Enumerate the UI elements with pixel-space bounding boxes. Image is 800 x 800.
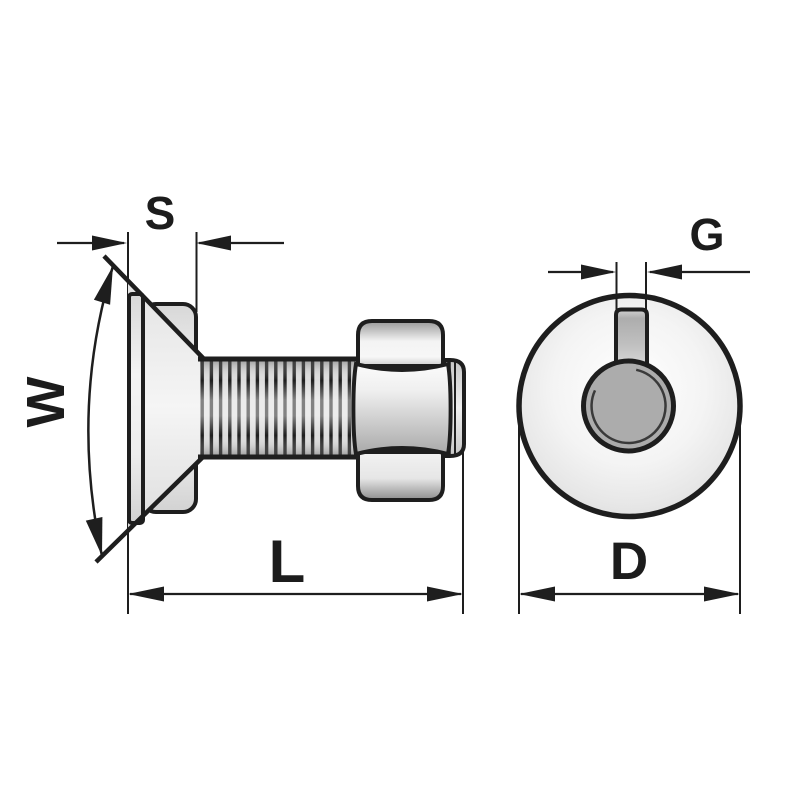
cone-angle-line-lower [94, 454, 206, 564]
dim-label-g: G [689, 209, 724, 260]
dim-d-arrow-right [704, 586, 740, 602]
nut-bottom-facet [356, 450, 445, 502]
nib [614, 307, 649, 376]
dimension-l: L [128, 528, 463, 602]
dim-label-d: D [610, 532, 648, 591]
head-flat-face [127, 292, 145, 525]
extension-lines-end [518, 262, 741, 614]
dimension-w: W [16, 265, 115, 557]
dimension-d: D [519, 532, 740, 602]
dimension-g: G [548, 209, 750, 280]
dim-g-arrow-left [581, 264, 616, 280]
threaded-shank [198, 356, 357, 460]
head-end-view: G D [516, 209, 750, 614]
shank-end-circle [581, 358, 676, 454]
dim-label-s: S [145, 187, 176, 239]
dimension-s: S [57, 187, 284, 251]
head-cone [128, 281, 204, 531]
hex-nut [351, 319, 453, 502]
dim-g-arrow-right [647, 264, 682, 280]
dim-w-arrow-bottom [85, 517, 103, 556]
dim-l-arrow-left [128, 586, 164, 602]
dim-s-arrow-left [92, 235, 127, 251]
dim-s-arrow-right [196, 235, 231, 251]
dim-w-arc [87, 265, 115, 557]
cone-angle-line-upper [102, 254, 206, 361]
dim-w-arrow-top [93, 266, 113, 305]
dim-d-arrow-left [519, 586, 555, 602]
bolt-side-view: S W L [16, 187, 466, 614]
dim-label-w: W [16, 376, 76, 427]
shank-end-recess-arc [590, 368, 667, 445]
thread-shading [200, 359, 356, 457]
dim-label-l: L [269, 528, 306, 595]
nut-top-facet [356, 319, 445, 368]
nut-middle-facet [351, 361, 453, 457]
countersunk-head [94, 254, 206, 564]
dim-l-arrow-right [427, 586, 463, 602]
